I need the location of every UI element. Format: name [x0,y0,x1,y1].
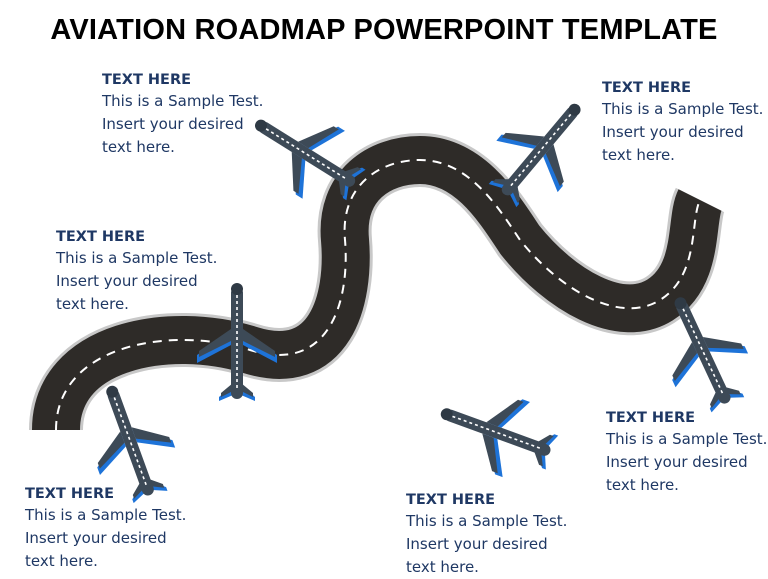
callout-body: This is a Sample Test. Insert your desir… [606,430,768,494]
callout-heading: TEXT HERE [102,72,192,88]
callout-body: This is a Sample Test. Insert your desir… [102,92,264,156]
callout-heading: TEXT HERE [56,229,146,245]
airplane-icon [426,373,567,491]
callout-heading: TEXT HERE [606,410,696,426]
callout-heading: TEXT HERE [25,486,115,502]
callout-body: This is a Sample Test. Insert your desir… [25,506,187,570]
callout-body: This is a Sample Test. Insert your desir… [602,100,764,164]
callout-bottom-center: TEXT HERE This is a Sample Test. Insert … [406,490,567,579]
page-title: AVIATION ROADMAP POWERPOINT TEMPLATE [50,14,718,46]
callout-mid-left: TEXT HERE This is a Sample Test. Insert … [56,227,217,316]
callout-heading: TEXT HERE [406,492,496,508]
callout-body: This is a Sample Test. Insert your desir… [56,249,218,313]
callout-bottom-left: TEXT HERE This is a Sample Test. Insert … [25,484,186,573]
callout-body: This is a Sample Test. Insert your desir… [406,512,568,576]
callout-top-right: TEXT HERE This is a Sample Test. Insert … [602,78,763,167]
callout-top-left: TEXT HERE This is a Sample Test. Insert … [102,70,263,159]
callout-heading: TEXT HERE [602,80,692,96]
callout-mid-right: TEXT HERE This is a Sample Test. Insert … [606,408,767,497]
